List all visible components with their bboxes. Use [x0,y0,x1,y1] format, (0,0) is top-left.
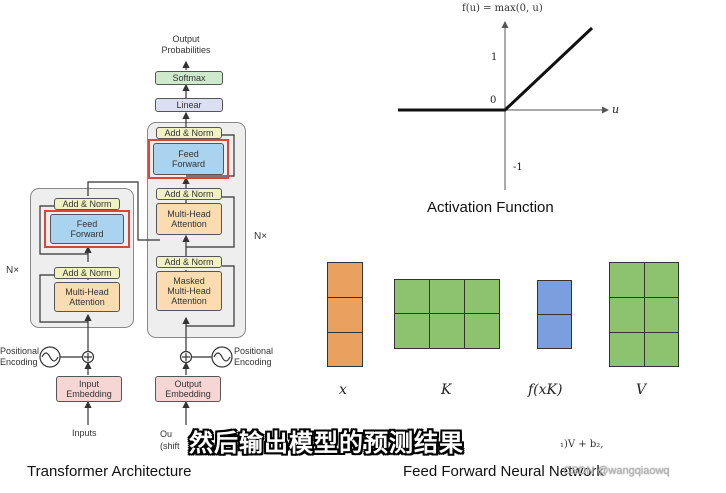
decoder-add-norm-3: Add & Norm [156,127,222,139]
x-matrix-cell [327,297,363,333]
activation-caption: Activation Function [427,199,554,216]
output-probabilities-label: Output Probabilities [161,34,211,55]
v-matrix-cell [644,262,679,298]
linear-block: Linear [155,98,223,112]
v-matrix-cell [609,332,645,367]
x-matrix-cell [327,332,363,367]
decoder-nx-label: N× [254,231,268,242]
y-tick-0: 0 [490,95,497,106]
inputs-label: Inputs [72,428,97,438]
v-matrix-cell [609,262,645,298]
x-matrix-cell [327,262,363,298]
decoder-ffn-highlight [148,139,229,179]
encoder-ffn-highlight [44,210,130,248]
k-matrix-cell [464,279,500,314]
k-matrix-cell [464,313,500,349]
v-matrix-cell [644,297,679,333]
v-matrix-cell [609,297,645,333]
x-axis-u-label: u [612,103,620,116]
v-matrix-label: V [636,382,647,398]
fxk-matrix-cell [537,280,572,315]
watermark: CSDN @wangqiaowq [563,465,670,477]
relu-formula: f(u) = max(0, u) [462,3,543,14]
video-subtitle: 然后输出模型的预测结果 [189,429,464,457]
decoder-add-norm-1: Add & Norm [156,256,222,268]
transformer-caption: Transformer Architecture [27,463,192,480]
ffn-formula-partial: ₁)V + b₂, [560,439,604,450]
softmax-block: Softmax [155,71,223,85]
outputs-shifted-label: Ou(shift [160,429,180,451]
x-matrix-label: x [339,382,347,398]
k-matrix-cell [429,279,465,314]
y-tick-neg1: -1 [513,162,523,173]
v-matrix-cell [644,332,679,367]
encoder-add-norm-1: Add & Norm [54,267,120,279]
y-tick-1: 1 [491,52,498,63]
k-matrix-label: K [441,382,452,398]
decoder-add-norm-2: Add & Norm [156,188,222,200]
fxk-matrix-label: f(xK) [528,382,563,398]
ffn-caption: Feed Forward Neural Network [403,463,604,480]
k-matrix-cell [394,279,430,314]
k-matrix-cell [429,313,465,349]
encoder-nx-label: N× [6,265,20,276]
k-matrix-cell [394,313,430,349]
fxk-matrix-cell [537,314,572,349]
encoder-add-norm-2: Add & Norm [54,198,120,210]
